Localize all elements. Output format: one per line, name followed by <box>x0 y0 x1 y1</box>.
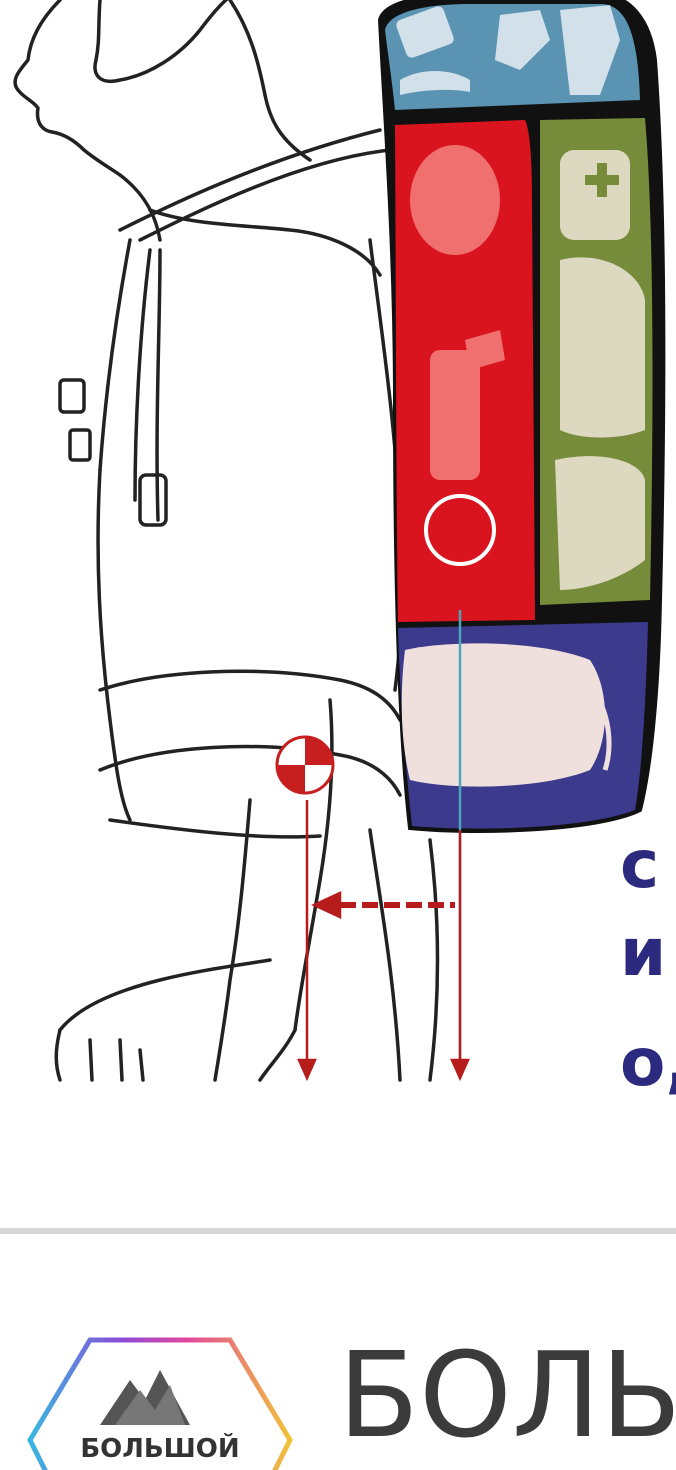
side-text-line-1: с <box>620 832 676 898</box>
center-of-gravity-marker <box>277 737 333 793</box>
bottom-zone-icons <box>402 643 609 786</box>
logo-label: БОЛЬШОЙ <box>20 1434 300 1464</box>
brand-logo[interactable]: БОЛЬШОЙ <box>20 1330 300 1470</box>
side-text-line-3: о, <box>620 1030 676 1096</box>
divider <box>0 1228 676 1234</box>
brand-title: БОЛЬ <box>338 1336 676 1454</box>
side-text-line-2: и <box>620 920 676 986</box>
backpack-illustration <box>0 0 676 1110</box>
hiker-line-art <box>15 0 437 1080</box>
